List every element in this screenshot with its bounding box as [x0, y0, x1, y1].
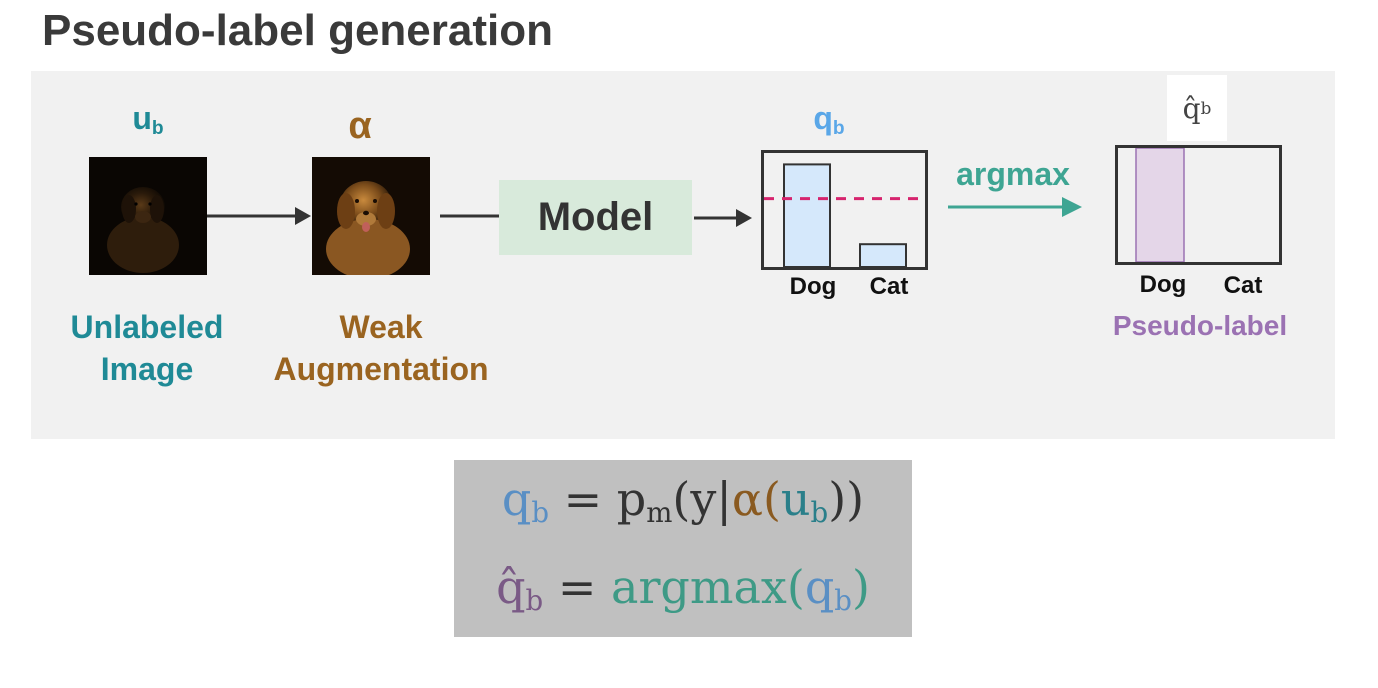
- formula-line-2: q̂b = argmax(qb): [454, 560, 912, 617]
- prediction-chart-svg: [764, 163, 925, 267]
- prediction-class-cat: Cat: [869, 273, 909, 300]
- model-box: Model: [499, 180, 692, 255]
- prediction-bar-cat: [859, 243, 907, 267]
- formula-box: qb = pm(y|α(ub)) q̂b = argmax(qb): [454, 460, 912, 637]
- f2-open: (: [786, 560, 805, 614]
- augmentation-symbol: α: [348, 105, 372, 147]
- pseudo-label-symbol: q̂b: [1167, 75, 1227, 141]
- f2-eq: =: [543, 560, 612, 614]
- formula-line-1: qb = pm(y|α(ub)): [454, 472, 912, 529]
- f2-qhat-sub: b: [525, 583, 544, 617]
- f1-q: q: [501, 472, 532, 526]
- arrow-to-augmentation: [207, 207, 311, 225]
- f2-close: ): [851, 560, 870, 614]
- f1-q-sub: b: [531, 495, 549, 529]
- argmax-label: argmax: [956, 156, 1070, 192]
- pseudo-class-cat: Cat: [1223, 272, 1263, 299]
- augmentation-caption: Weak Augmentation: [248, 306, 514, 390]
- f1-p: p: [616, 472, 647, 526]
- prediction-symbol: qb: [797, 100, 861, 140]
- pseudo-label-caption: Pseudo-label: [1112, 310, 1288, 341]
- prediction-bar-dog: [783, 163, 831, 267]
- prediction-class-dog: Dog: [789, 273, 837, 300]
- unlabeled-image: [89, 157, 207, 275]
- f1-close: )): [828, 472, 865, 526]
- diagram-title: Pseudo-label generation: [42, 6, 553, 55]
- f2-q-sub: b: [834, 583, 852, 617]
- prediction-symbol-main: q: [813, 100, 833, 136]
- pseudo-label-chart-svg: [1135, 148, 1185, 262]
- f1-y: y: [690, 472, 717, 526]
- arrow-to-prediction: [694, 209, 752, 227]
- pseudo-label-symbol-main: q̂: [1182, 91, 1201, 125]
- f1-open: (: [672, 472, 691, 526]
- line-to-model: [440, 214, 500, 218]
- prediction-symbol-sub: b: [832, 117, 845, 139]
- prediction-chart: [761, 150, 928, 270]
- f1-alpha: α: [731, 472, 763, 526]
- f1-open2: (: [762, 472, 781, 526]
- pseudo-label-chart: [1115, 145, 1282, 265]
- f1-u: u: [780, 472, 811, 526]
- input-symbol: ub: [118, 100, 178, 140]
- input-caption: Unlabeled Image: [40, 306, 254, 390]
- pseudo-class-dog: Dog: [1139, 271, 1187, 298]
- f2-q: q: [804, 560, 835, 614]
- pseudo-label-symbol-sub: b: [1200, 98, 1212, 118]
- pseudo-label-bar-dog: [1135, 148, 1185, 262]
- augmentation-caption-line2: Augmentation: [273, 351, 489, 387]
- augmentation-caption-line1: Weak: [339, 309, 423, 345]
- f1-u-sub: b: [810, 495, 829, 529]
- f1-eq: =: [549, 472, 617, 526]
- f1-bar: |: [716, 472, 732, 526]
- f1-p-sub: m: [646, 495, 673, 529]
- input-caption-line1: Unlabeled: [70, 309, 224, 345]
- input-symbol-sub: b: [151, 117, 164, 139]
- input-symbol-main: u: [132, 100, 152, 136]
- input-caption-line2: Image: [100, 351, 194, 387]
- f2-qhat: q̂: [496, 560, 526, 614]
- augmented-image: [312, 157, 430, 275]
- f2-fn: argmax: [611, 560, 787, 614]
- argmax-arrow: [948, 197, 1082, 217]
